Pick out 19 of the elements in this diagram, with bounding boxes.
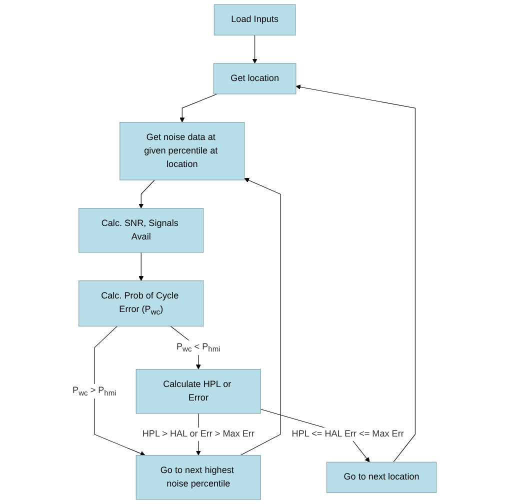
arrow	[252, 34, 258, 64]
arrow	[180, 94, 218, 122]
node-box: Calc. SNR, Signals Avail	[78, 208, 204, 253]
edge-label: P$_{wc}$ < P$_{hmi}$	[176, 342, 220, 354]
edge-label: HPL <= HAL Err <= Max Err	[292, 429, 404, 439]
arrow	[138, 252, 144, 281]
arrow	[138, 180, 155, 209]
node-box: Get noise data at given percentile at location	[120, 122, 245, 180]
arrow	[296, 84, 416, 462]
edge-label: HPL > HAL or Err > Max Err	[142, 429, 255, 439]
arrow	[240, 178, 281, 456]
edge-label: P$_{wc}$ > P$_{hmi}$	[72, 386, 116, 398]
node-box: Calculate HPL or Error	[136, 368, 262, 414]
arrow	[94, 326, 146, 456]
node-box: Load Inputs	[214, 4, 296, 36]
node-box: Get location	[213, 63, 296, 94]
node-box: Go to next location	[326, 462, 437, 493]
node-box: Calc. Prob of Cycle Error (P$_{wc}$)	[78, 280, 204, 326]
node-box: Go to next highest noise percentile	[136, 455, 262, 500]
